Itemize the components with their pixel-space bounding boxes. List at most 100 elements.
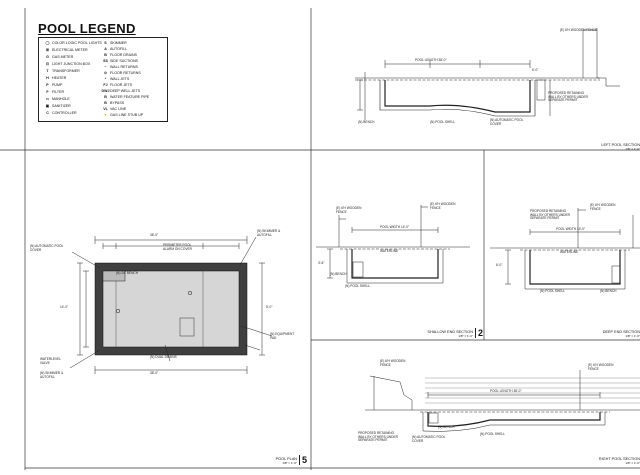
plan-skimmer-label: (N) SKIMMER & AUTOFILL: [257, 229, 281, 237]
deep-depth: 6'-0": [496, 263, 503, 267]
deep-width: POOL WIDTH 14'-0": [556, 227, 586, 231]
deep-end-section-drawing: [490, 208, 640, 290]
legend-label: FILTER: [52, 90, 65, 94]
legend-symbol: FJ: [103, 83, 108, 87]
shallow-fence-label: (E) 6'H WOODEN FENCE: [336, 206, 362, 214]
plan-dim-right: 5'-0": [266, 305, 273, 309]
plan-drains-label: (N) DUAL DRAINS: [150, 355, 177, 359]
legend-label: AUTOFILL: [110, 47, 128, 51]
right-pool-section-drawing: [365, 370, 640, 432]
legend-label: SANITIZER: [52, 104, 71, 108]
legend-label: BYPASS: [110, 101, 125, 105]
plan-dim-bottom: 38'-0": [150, 371, 159, 375]
legend-label: FLOOR DRAINS: [110, 53, 137, 57]
bench-label: (N) BENCH: [358, 120, 375, 124]
plan-dim-length: 38'-0": [150, 233, 159, 237]
shallow-fence2-label: (E) 6'H WOODEN FENCE: [430, 202, 456, 210]
pool-plan-drawing: [69, 236, 273, 374]
legend-title: POOL LEGEND: [38, 21, 136, 36]
legend-label: DEEP WELL JETS: [110, 89, 141, 93]
pool-length-label: POOL LENGTH 38'-0": [415, 58, 447, 62]
legend-label: WATER FEATURE PIPE: [110, 95, 150, 99]
legend-item: ⊙FLOOR RETURNS: [101, 71, 141, 75]
deep-shell: (N) POOL SHELL: [540, 289, 566, 293]
auto-cover-label: (N) AUTOMATIC POOL COVER: [490, 118, 524, 126]
shallow-depth: 3'-6": [318, 261, 325, 265]
deep-wall-label: PROPOSED RETAINING WALL BY OTHERS UNDER …: [530, 209, 570, 221]
legend-symbol: ⊞: [45, 48, 49, 52]
right-section-scale: 1/8" = 1'-0": [625, 461, 640, 465]
deep-bench: (N) BENCH: [600, 289, 617, 293]
legend-symbol: ◯: [45, 41, 50, 45]
legend-symbol: F: [46, 90, 49, 94]
right-fence-label: (E) 6'H WOODEN FENCE: [380, 359, 406, 367]
legend-symbol: SS: [103, 59, 108, 63]
legend-label: WALL RETURNS: [110, 65, 138, 69]
plan-alarm-label: PERIMETER POOL ALARM ON COVER: [163, 243, 192, 251]
legend-item: ▭MANHOLE: [43, 97, 70, 101]
legend-symbol: H: [46, 76, 49, 80]
legend-symbol: ▭: [45, 97, 50, 101]
legend-label: FLOOR RETURNS: [110, 71, 141, 75]
legend-item: DWJDEEP WELL JETS: [101, 89, 141, 93]
right-shell-label: (N) POOL SHELL: [480, 432, 506, 436]
pool-shell-label: (N) POOL SHELL: [430, 120, 456, 124]
legend-symbol: B: [104, 53, 107, 57]
legend-label: COLOR LOGIC POOL LIGHTS: [52, 41, 102, 45]
deep-fence-label: (E) 6'H WOODEN FENCE: [590, 203, 616, 211]
shallow-end-section-drawing: [316, 205, 470, 284]
plan-auto-cover-label: (N) AUTOMATIC POOL COVER: [30, 244, 64, 252]
legend-label: WALL JETS: [110, 77, 130, 81]
shallow-shell: (N) POOL SHELL: [345, 284, 371, 288]
legend-symbol: ⊙: [103, 71, 107, 75]
legend-label: ELECTRICAL METER: [52, 48, 88, 52]
shallow-width: POOL WIDTH 14'-0": [380, 225, 410, 229]
legend-label: LIGHT JUNCTION BOX: [52, 62, 91, 66]
legend-symbol: ⊡: [45, 62, 49, 66]
shallow-section-scale: 1/8" = 1'-0": [458, 334, 473, 338]
right-cover-label: (N) AUTOMATIC POOL COVER: [412, 435, 446, 443]
legend-item: *WALL JETS: [101, 77, 130, 81]
shallow-waterline: WATERLINE: [380, 249, 399, 253]
right-fence2-label: (E) 6'H WOODEN FENCE: [588, 363, 614, 371]
left-pool-section-drawing: [355, 28, 620, 120]
legend-label: VAC LINE: [110, 107, 127, 111]
plan-skimmer2-label: (N) SKIMMER & AUTOFILL: [40, 371, 64, 379]
retaining-wall-label: PROPOSED RETAINING WALL BY OTHERS UNDER …: [548, 91, 588, 103]
right-section-title: RIGHT POOL SECTION: [599, 457, 640, 461]
legend-symbol: DWJ: [101, 89, 110, 93]
legend-symbol: G: [46, 55, 49, 59]
legend-label: SKIMMER: [110, 41, 127, 45]
legend-symbol: S: [104, 41, 107, 45]
sheet-title: SHALLOW END SECTION: [427, 330, 473, 334]
legend-label: HEATER: [52, 76, 67, 80]
legend-symbol: B: [104, 101, 107, 105]
legend-item: ⊞ELECTRICAL METER: [43, 48, 88, 52]
legend-label: PUMP: [52, 83, 63, 87]
plan-bench-label: (N) 24" BENCH: [116, 271, 139, 275]
right-bench-label: (N) BENCH: [438, 425, 455, 429]
legend-symbol: B: [104, 95, 107, 99]
deep-section-scale: 1/8" = 1'-0": [625, 334, 640, 338]
deep-section-title: DEEP END SECTION: [603, 330, 640, 334]
legend-symbol: A: [104, 47, 107, 51]
sheet-title: LEFT POOL SECTION: [601, 143, 640, 147]
legend-label: GAS LINE STUB UP: [110, 113, 144, 117]
legend-label: SIDE SUCTIONS: [110, 59, 138, 63]
right-length-label: POOL LENGTH 38'-0": [490, 389, 522, 393]
legend-item: ⊡LIGHT JUNCTION BOX: [43, 62, 90, 66]
